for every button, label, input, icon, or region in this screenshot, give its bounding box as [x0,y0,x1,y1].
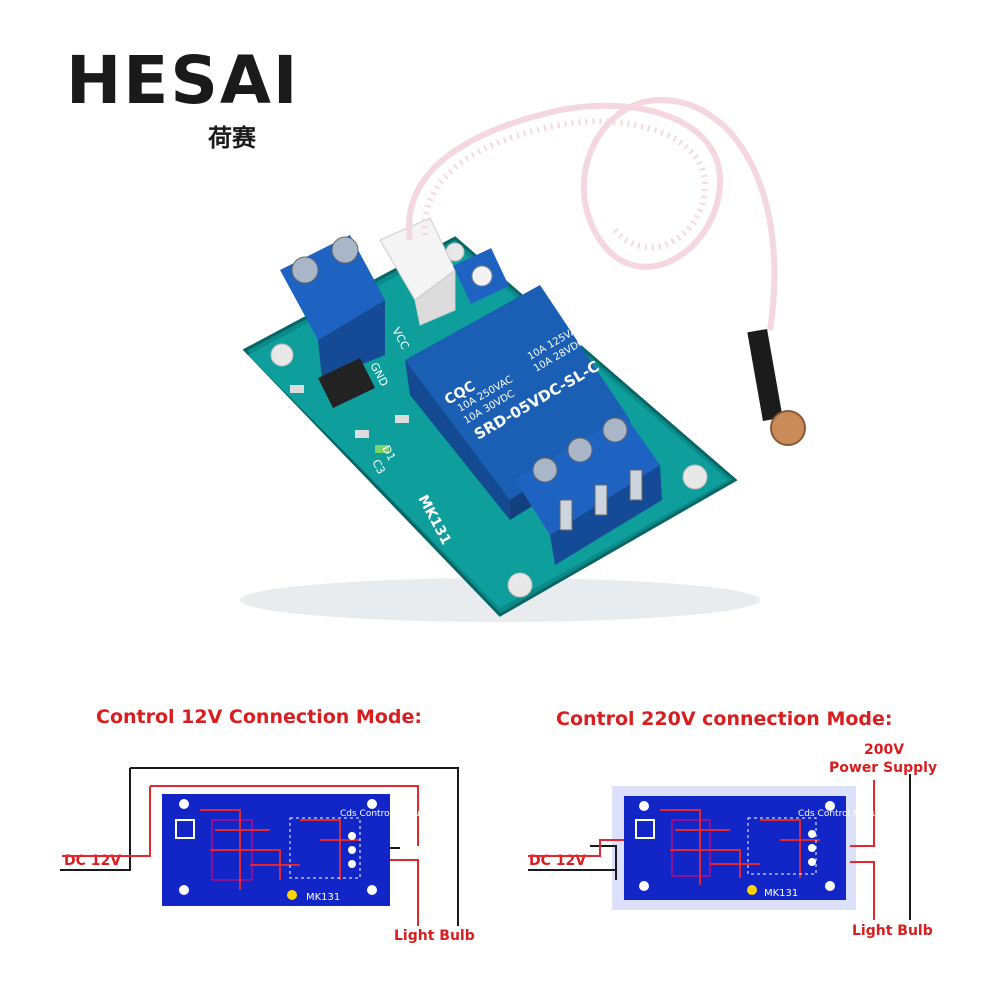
ic-chip [318,358,375,408]
pcb-ic-area [671,819,711,877]
pcb-hole [639,881,649,891]
pcb-hole [179,799,189,809]
mount-hole [507,572,533,598]
wire-black-left [60,768,131,871]
wire-red-left [528,839,624,857]
pcb-label: MK131 [764,888,798,899]
pcb-traces [200,809,360,890]
smd-part [290,385,304,393]
brand-subtitle: 荷赛 [208,124,256,152]
supply-label-1: 200V [864,742,905,758]
right-bulb-label: Light Bulb [852,923,933,939]
pcb-ic-area [211,819,253,881]
left-bulb-label: Light Bulb [394,928,475,944]
pcb-heading: Cds Control Modul [340,809,422,819]
right-wiring-diagram: Cds Control Modul MK131 [528,774,911,920]
pcb-pad [808,830,816,838]
wire-red-bulb [850,861,875,920]
pcb-pad [808,844,816,852]
right-mode-title: Control 220V connection Mode: [556,708,893,730]
left-wiring-diagram: Cds Control Modul MK131 [60,767,459,926]
terminal-3pin [515,415,662,565]
pcb-pad [808,858,816,866]
pcb-pad [348,846,356,854]
pcb-heading: Cds Control Modul [798,809,880,819]
potentiometer [453,248,509,304]
wire-red-supply [850,780,875,847]
pcb-label: MK131 [306,892,340,903]
pcb-hole [179,885,189,895]
smd-part [355,430,369,438]
left-mode-title: Control 12V Connection Mode: [96,706,422,728]
pcb-terminal [635,819,655,839]
pcb-relay-outline [747,817,817,875]
photoresistor [770,410,806,446]
pcb-led [747,885,757,895]
pcb-hole [367,885,377,895]
pin-c3-label: C3 [369,457,387,476]
pcb-hole [639,801,649,811]
smd-part [395,415,409,423]
heat-shrink [747,328,783,422]
pcb-pad [348,832,356,840]
terminal-2pin [280,235,385,380]
pcb-pad [348,860,356,868]
pin-d1-label: D1 [379,443,398,463]
mount-hole [270,343,294,367]
wire-red-top [150,785,419,846]
supply-label-2: Power Supply [829,760,938,776]
pcb-led [287,890,297,900]
product-photo: GND VCC D1 C3 MK131 CQC 10A 250VAC 10A 3… [240,96,806,622]
wire-black-top [130,767,459,926]
sensor-cable [406,96,778,331]
wire-black-dc [590,845,617,880]
pcb-hole [825,881,835,891]
brand-logo: HESAI [66,42,300,119]
pcb-relay-outline [289,817,361,879]
pcb-hole [825,801,835,811]
led [375,445,389,453]
sensor-cable-2 [421,118,709,251]
mount-hole [682,464,708,490]
pcb-terminal [175,819,195,839]
pcb-hole [367,799,377,809]
wire-red-left [62,786,151,857]
pcb-traces [660,809,820,885]
sensor-connector [379,217,456,326]
wire-red-right [388,859,419,926]
